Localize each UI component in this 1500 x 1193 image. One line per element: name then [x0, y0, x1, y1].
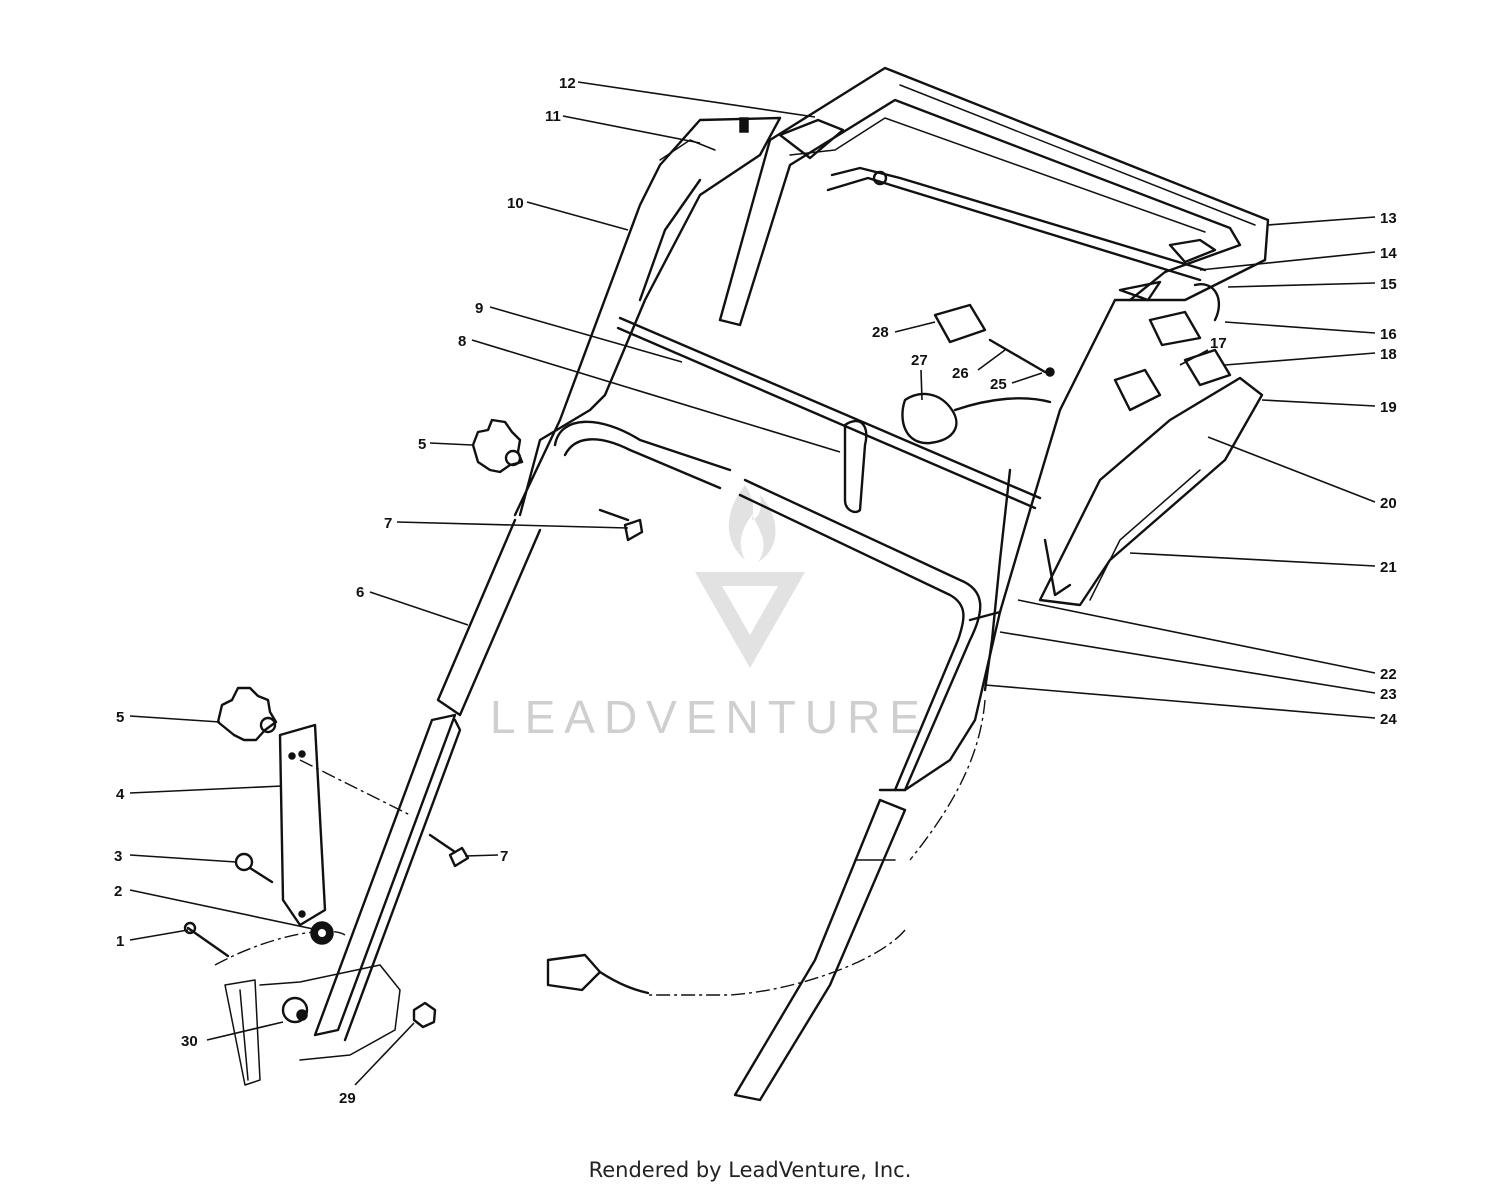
leader-25 [1011, 372, 1043, 384]
control-bar [826, 166, 1207, 282]
right-lower-tube [733, 610, 1002, 1102]
leader-17 [1179, 349, 1209, 366]
callout-3: 3 [114, 848, 122, 865]
callout-17: 17 [1210, 335, 1227, 352]
callout-14: 14 [1380, 245, 1397, 262]
callout-18: 18 [1380, 346, 1397, 363]
knob-5-upper [471, 418, 524, 474]
leader-lines [129, 81, 1376, 1086]
leader-21 [1129, 552, 1376, 567]
callout-5-upper: 5 [418, 436, 426, 453]
callout-24: 24 [1380, 711, 1397, 728]
callout-5-lower: 5 [116, 709, 124, 726]
left-lower-tube [313, 518, 542, 1042]
leader-9 [489, 306, 683, 363]
leader-16 [1224, 321, 1376, 334]
leader-19 [1261, 399, 1376, 407]
callout-27: 27 [911, 352, 928, 369]
leader-3 [129, 854, 237, 863]
leader-18 [1224, 352, 1376, 366]
leader-5a [429, 442, 473, 446]
callout-28: 28 [872, 324, 889, 341]
callout-7-upper: 7 [384, 515, 392, 532]
callout-labels: 1 2 3 4 5 5 6 7 7 8 9 10 11 12 13 14 15 … [114, 75, 1397, 1107]
leader-7a [396, 521, 629, 529]
cable-assembly [299, 303, 1055, 996]
leader-5b [129, 715, 221, 723]
bolt-7-upper [598, 508, 644, 542]
callout-25: 25 [990, 376, 1007, 393]
upper-handle-frame [718, 66, 1270, 614]
leader-30 [206, 1021, 284, 1041]
leader-6 [369, 591, 469, 626]
leader-2 [129, 889, 319, 931]
leader-8 [471, 339, 841, 453]
leader-11 [562, 115, 701, 144]
left-upper-handle [513, 116, 782, 517]
callout-13: 13 [1380, 210, 1397, 227]
bushing-30 [281, 996, 309, 1024]
control-housing [1038, 283, 1264, 607]
washer-2 [310, 921, 334, 945]
callout-8: 8 [458, 333, 466, 350]
callout-15: 15 [1380, 276, 1397, 293]
watermark-text: LEADVENTURE [490, 691, 929, 743]
knob-5-lower [216, 686, 278, 742]
callout-20: 20 [1380, 495, 1397, 512]
leader-27 [920, 369, 923, 401]
bolt-7-lower [428, 833, 470, 868]
callout-29: 29 [339, 1090, 356, 1107]
callout-23: 23 [1380, 686, 1397, 703]
callout-12: 12 [559, 75, 576, 92]
leader-4 [129, 785, 283, 794]
leader-20 [1207, 436, 1376, 503]
callout-16: 16 [1380, 326, 1397, 343]
leader-26 [977, 349, 1006, 371]
callout-9: 9 [475, 300, 483, 317]
leader-13 [1267, 216, 1376, 226]
callout-2: 2 [114, 883, 122, 900]
bolt-1 [183, 921, 230, 958]
callout-30: 30 [181, 1033, 198, 1050]
bolt-3 [234, 852, 274, 884]
callout-10: 10 [507, 195, 524, 212]
leader-28 [894, 321, 936, 333]
leader-7b [464, 854, 499, 857]
leader-24 [984, 684, 1376, 719]
leader-29 [354, 1022, 415, 1086]
leader-22 [1017, 599, 1376, 674]
side-bracket [278, 723, 327, 927]
leader-15 [1227, 282, 1376, 288]
callout-6: 6 [356, 584, 364, 601]
watermark-logo-icon [695, 485, 805, 668]
callout-4: 4 [116, 786, 125, 803]
callout-26: 26 [952, 365, 969, 382]
leader-1 [129, 929, 189, 941]
nut-29 [412, 1001, 437, 1029]
callout-1: 1 [116, 933, 124, 950]
callout-11: 11 [545, 108, 561, 125]
footer-credit: Rendered by LeadVenture, Inc. [588, 1158, 912, 1182]
leader-14 [1199, 251, 1376, 271]
leader-10 [526, 201, 629, 231]
deck-mount [214, 930, 401, 1086]
crossbar [553, 316, 1042, 792]
callout-21: 21 [1380, 559, 1397, 576]
callout-19: 19 [1380, 399, 1397, 416]
callout-22: 22 [1380, 666, 1397, 683]
watermark: LEADVENTURE [490, 485, 929, 743]
leader-23 [999, 631, 1376, 694]
leader-12 [577, 81, 816, 118]
callout-7-lower: 7 [500, 848, 508, 865]
